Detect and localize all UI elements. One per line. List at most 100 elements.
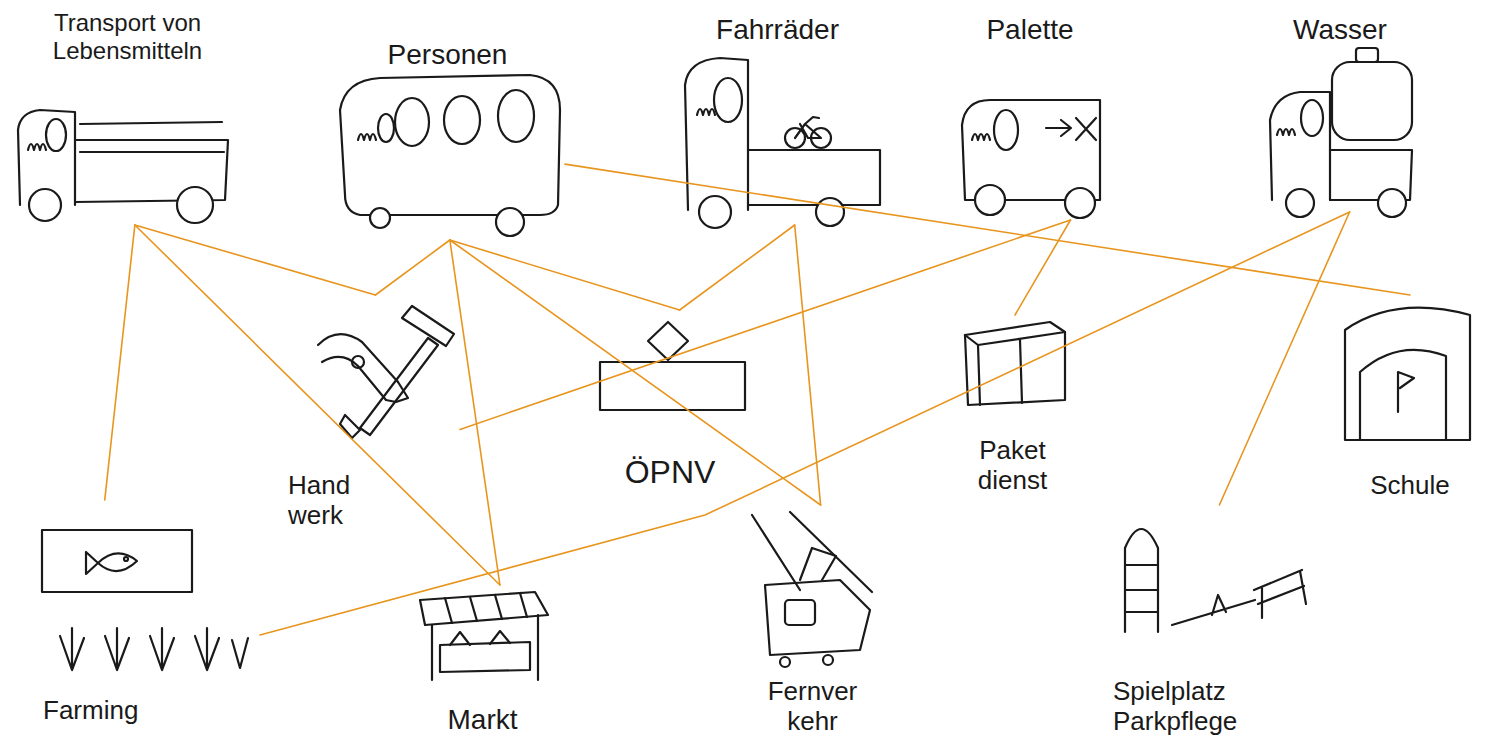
connector-line (450, 240, 821, 505)
connector-line (135, 225, 376, 295)
node-label: Schule (1368, 471, 1452, 501)
use-node: Markt (410, 585, 555, 740)
connector-line (1015, 220, 1071, 315)
train-icon-stroke (800, 548, 836, 580)
pallet-van-stroke (975, 185, 1005, 215)
playground-icon-stroke (1254, 570, 1306, 618)
farming-icon-stroke (86, 552, 137, 574)
parcel-box-stroke (965, 322, 1065, 405)
connector-line (565, 164, 1410, 295)
bicycle-truck (685, 58, 880, 228)
node-label: Palette (984, 14, 1075, 46)
node-label: Paket dienst (956, 436, 1069, 496)
node-label: Personen (386, 39, 510, 71)
bus-stroke (370, 208, 390, 228)
pallet-van-stroke (1046, 120, 1071, 136)
market-stall-stroke (432, 615, 538, 680)
use-node: Farming (35, 500, 260, 730)
market-stall-stroke (440, 642, 530, 672)
vehicle-node: Transport von Lebensmitteln (5, 5, 250, 225)
parcel-box (965, 322, 1065, 405)
bus-stroke (378, 114, 394, 142)
use-node: Hand werk (280, 295, 460, 535)
bus-stroke (395, 98, 429, 146)
node-label: ÖPNV (623, 454, 718, 491)
bicycle-truck-stroke (795, 117, 821, 138)
water-tanker-stroke (1270, 92, 1330, 200)
bus-stroke (496, 208, 524, 236)
use-node: Paket dienst (950, 315, 1075, 500)
pallet-van-stroke (1065, 188, 1095, 218)
bus (340, 75, 560, 236)
tools-icon-stroke (352, 356, 364, 368)
connector-line (460, 220, 1071, 429)
connector-line (260, 212, 1350, 635)
market-stall-stroke (420, 592, 548, 625)
flatbed-truck-stroke (177, 187, 213, 223)
farming-icon-stroke (105, 628, 129, 670)
use-node: Schule (1335, 295, 1485, 505)
vehicle-node: Personen (330, 35, 565, 240)
flatbed-truck-stroke (80, 122, 224, 152)
connector-line (450, 240, 680, 310)
node-label: Wasser (1291, 14, 1389, 46)
flatbed-truck (18, 110, 228, 223)
farming-icon-stroke (60, 628, 84, 670)
water-tanker-stroke (1356, 48, 1378, 62)
tools-icon-stroke (386, 382, 408, 402)
farming-icon-stroke (124, 557, 128, 561)
tools-icon-stroke (322, 357, 386, 400)
playground-icon-stroke (1125, 529, 1158, 632)
farming-icon-stroke (232, 638, 248, 668)
water-tanker-stroke (1378, 189, 1406, 217)
pallet-van-stroke (972, 134, 990, 140)
farming-icon-stroke (150, 628, 174, 670)
connector-line (105, 225, 135, 500)
train-icon-stroke (780, 657, 790, 667)
flatbed-truck-stroke (28, 144, 46, 150)
tools-icon-stroke (340, 415, 360, 438)
bicycle-truck-stroke (816, 198, 844, 226)
bicycle-truck-stroke (699, 196, 731, 228)
flatbed-truck-stroke (46, 119, 66, 151)
water-tanker (1270, 48, 1412, 217)
school-building-stroke (1360, 350, 1446, 440)
train-icon-stroke (823, 655, 833, 665)
bicycle-truck-stroke (697, 109, 715, 115)
train-icon-stroke (752, 512, 872, 592)
water-tanker-stroke (1277, 129, 1295, 135)
connector-line (1219, 212, 1349, 505)
use-node: ÖPNV (590, 310, 750, 495)
connector-line (135, 225, 500, 585)
water-tanker-stroke (1301, 100, 1323, 136)
node-label: Farming (41, 696, 140, 726)
farming-icon-stroke (195, 628, 219, 670)
playground-icon-stroke (1125, 565, 1158, 612)
train-icon (752, 512, 872, 667)
node-label: Markt (446, 704, 520, 736)
school-building-stroke (1345, 308, 1470, 440)
connector-line (450, 240, 500, 585)
tools-icon-stroke (402, 306, 454, 346)
node-label: Spielplatz Parkpflege (1111, 677, 1275, 737)
flatbed-truck-stroke (29, 189, 61, 221)
bus-stroke (340, 75, 560, 215)
pallet-van-stroke (994, 110, 1018, 150)
playground-icon (1125, 529, 1306, 632)
bicycle-truck-stroke (714, 78, 742, 122)
use-node: Spielplatz Parkpflege (1105, 505, 1325, 741)
connector-line (375, 240, 449, 295)
farming-icon (42, 530, 248, 670)
train-icon-stroke (765, 580, 870, 655)
train-icon-stroke (785, 600, 815, 625)
bus-stroke (358, 134, 376, 140)
school-building-stroke (1398, 372, 1414, 412)
farming-icon-stroke (42, 530, 192, 592)
market-stall-stroke (450, 631, 510, 645)
tools-icon (318, 306, 454, 438)
transit-sign-stroke (600, 362, 745, 410)
market-stall-stroke (445, 593, 527, 623)
